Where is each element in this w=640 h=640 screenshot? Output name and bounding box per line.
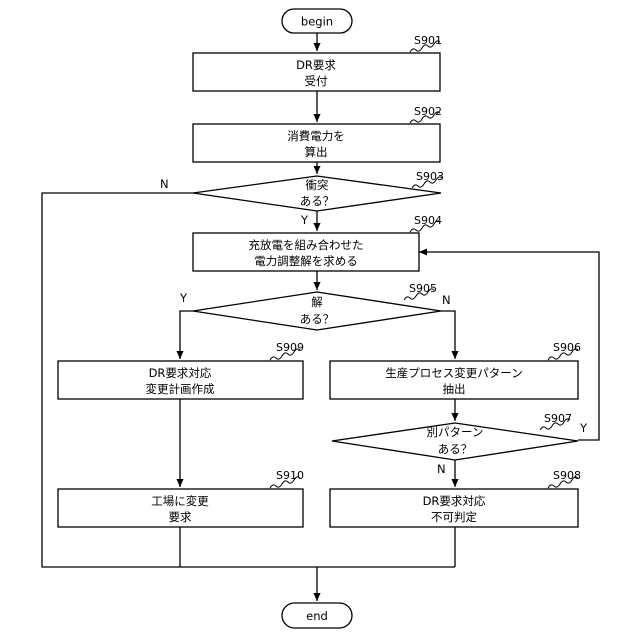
s904-id: S904: [414, 214, 442, 227]
terminal-end-label: end: [306, 609, 328, 623]
s907-yes-label: Y: [579, 421, 588, 435]
s904-line2: 電力調整解を求める: [254, 254, 358, 268]
s910-line1: 工場に変更: [151, 494, 209, 508]
terminal-begin-label: begin: [301, 15, 333, 29]
s902-line2: 算出: [305, 145, 328, 159]
arrow-s905-yes-s909: [180, 311, 193, 359]
s910-id: S910: [276, 469, 304, 482]
s903-line1: 衝突: [306, 178, 329, 192]
s901-id: S901: [414, 34, 442, 47]
s908-id: S908: [553, 469, 581, 482]
s905-no-label: N: [442, 293, 451, 307]
s903-no-label: N: [160, 177, 169, 191]
s902-line1: 消費電力を: [287, 129, 345, 143]
arrow-s905-no-s906: [441, 311, 455, 359]
s907-id: S907: [544, 412, 572, 425]
s907-line1: 別パターン: [427, 425, 484, 439]
s901-line1: DR要求: [296, 58, 336, 72]
s906-line1: 生産プロセス変更パターン: [385, 366, 522, 380]
terminal-begin: begin: [282, 9, 352, 33]
s908-line1: DR要求対応: [423, 494, 486, 508]
s907-line2: ある？: [438, 442, 473, 456]
s905-line2: ある？: [300, 312, 335, 326]
s903-id: S903: [416, 170, 444, 183]
s906-id: S906: [553, 341, 581, 354]
s905-id: S905: [409, 282, 437, 295]
s910-line2: 要求: [169, 510, 192, 524]
decision-s907: 別パターン ある？ S907 Y N: [332, 412, 588, 476]
s905-line1: 解: [311, 295, 323, 309]
s909-line2: 変更計画作成: [146, 382, 215, 396]
process-s909: DR要求対応 変更計画作成 S909: [58, 341, 304, 399]
s906-line2: 抽出: [443, 382, 466, 396]
decision-s905: 解 ある？ S905 Y N: [179, 282, 451, 330]
s909-id: S909: [276, 341, 304, 354]
s905-yes-label: Y: [179, 291, 188, 305]
terminal-end: end: [282, 603, 352, 628]
s902-id: S902: [414, 105, 442, 118]
s901-line2: 受付: [305, 74, 328, 88]
decision-s903: 衝突 ある？ S903 N Y: [160, 170, 444, 227]
s909-line1: DR要求対応: [149, 366, 212, 380]
s907-no-label: N: [437, 462, 446, 476]
s908-line2: 不可判定: [431, 510, 477, 524]
s903-line2: ある？: [300, 194, 335, 208]
s904-line1: 充放電を組み合わせた: [249, 238, 364, 252]
process-s910: 工場に変更 要求 S910: [58, 469, 304, 527]
s903-yes-label: Y: [300, 213, 309, 227]
